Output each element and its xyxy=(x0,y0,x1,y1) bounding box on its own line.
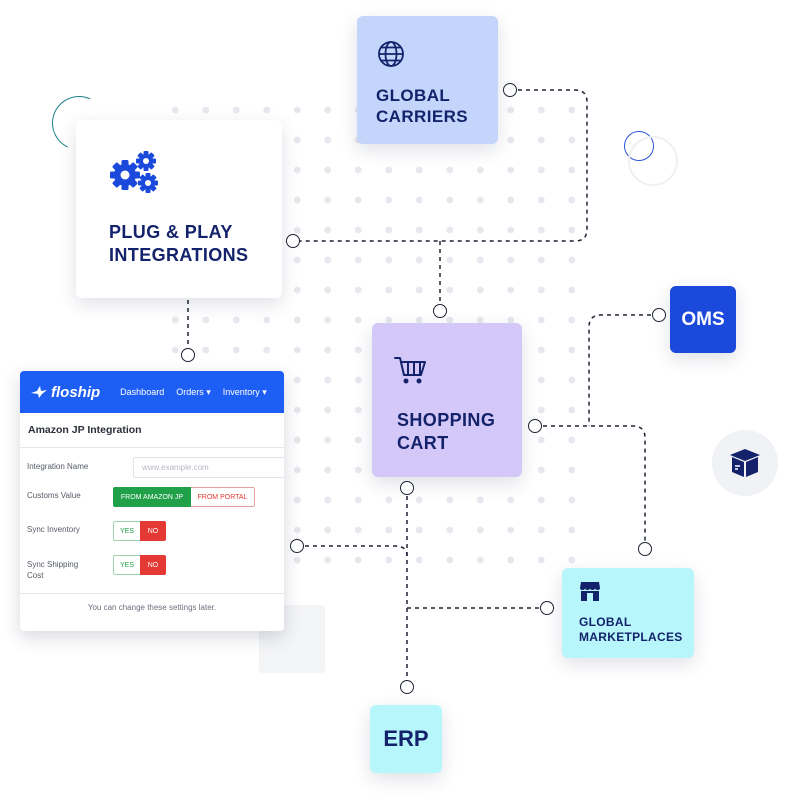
globe-icon xyxy=(378,41,404,67)
nav-dashboard[interactable]: Dashboard xyxy=(120,387,165,397)
integration-name-input[interactable]: www.example.com xyxy=(133,457,284,478)
erp-card[interactable]: ERP xyxy=(370,705,442,773)
nav-inventory[interactable]: Inventory ▾ xyxy=(222,386,267,397)
global-carriers-card[interactable]: GLOBAL CARRIERS xyxy=(357,16,498,144)
nav-orders[interactable]: Orders ▾ xyxy=(176,386,211,397)
shopping-cart-card[interactable]: SHOPPING CART xyxy=(372,323,522,477)
settings-footer-note: You can change these settings later. xyxy=(20,593,284,612)
floship-settings-panel: floship Dashboard Orders ▾ Inventory ▾ A… xyxy=(20,371,284,631)
node-erp xyxy=(400,680,414,694)
floship-logo[interactable]: floship xyxy=(30,384,100,401)
plug-and-play-card[interactable]: PLUG & PLAY INTEGRATIONS xyxy=(76,120,282,298)
sync-shipping-yes[interactable]: YES xyxy=(113,555,140,575)
node-plug-right xyxy=(286,234,300,248)
node-marketplaces-top xyxy=(638,542,652,556)
wire-panel-to-trunk xyxy=(297,545,408,557)
sync-shipping-toggle: YES NO xyxy=(113,555,166,575)
global-carriers-title: GLOBAL CARRIERS xyxy=(376,86,468,127)
bird-logo-icon xyxy=(31,386,47,398)
node-marketplaces-left xyxy=(540,601,554,615)
global-marketplaces-card[interactable]: GLOBAL MARKETPLACES xyxy=(562,568,694,658)
brand-name: floship xyxy=(51,383,101,401)
customs-option-amazon[interactable]: FROM AMAZON JP xyxy=(113,487,191,507)
sync-shipping-label-line-2: Cost xyxy=(27,571,44,580)
wire-cart-to-marketplaces xyxy=(535,425,646,549)
cart-icon xyxy=(394,357,426,384)
panel-title: Amazon JP Integration xyxy=(20,413,284,448)
wire-oms-to-cart xyxy=(588,314,659,426)
wire-carriers-to-plug xyxy=(293,89,588,242)
node-cart-right xyxy=(528,419,542,433)
sync-shipping-no[interactable]: NO xyxy=(140,555,166,575)
plug-and-play-title: PLUG & PLAY INTEGRATIONS xyxy=(109,222,249,265)
sync-inventory-yes[interactable]: YES xyxy=(113,521,140,541)
global-marketplaces-title: GLOBAL MARKETPLACES xyxy=(579,615,683,644)
package-badge[interactable] xyxy=(712,430,778,496)
gears-icon xyxy=(110,151,158,193)
oms-card[interactable]: OMS xyxy=(670,286,736,353)
shopping-cart-title: SHOPPING CART xyxy=(397,410,496,453)
decorative-ring-faint xyxy=(628,136,678,186)
storefront-icon xyxy=(580,582,600,601)
node-cart-top xyxy=(433,304,447,318)
sync-inventory-label: Sync Inventory xyxy=(27,525,80,534)
panel-navbar: floship Dashboard Orders ▾ Inventory ▾ xyxy=(20,371,284,413)
erp-title: ERP xyxy=(383,726,429,751)
oms-title: OMS xyxy=(681,308,725,330)
customs-option-portal[interactable]: FROM PORTAL xyxy=(191,487,255,507)
integration-name-label: Integration Name xyxy=(27,462,89,471)
package-icon xyxy=(730,449,760,477)
node-cart-bottom xyxy=(400,481,414,495)
node-plug-bottom xyxy=(181,348,195,362)
sync-inventory-no[interactable]: NO xyxy=(140,521,166,541)
customs-value-toggle: FROM AMAZON JP FROM PORTAL xyxy=(113,487,255,507)
node-panel-right xyxy=(290,539,304,553)
sync-inventory-toggle: YES NO xyxy=(113,521,166,541)
customs-value-label: Customs Value xyxy=(27,491,81,500)
sync-shipping-label-line-1: Sync Shipping xyxy=(27,560,79,569)
node-oms xyxy=(652,308,666,322)
sync-shipping-cost-label: Sync Shipping Cost xyxy=(27,559,78,581)
node-carriers xyxy=(503,83,517,97)
